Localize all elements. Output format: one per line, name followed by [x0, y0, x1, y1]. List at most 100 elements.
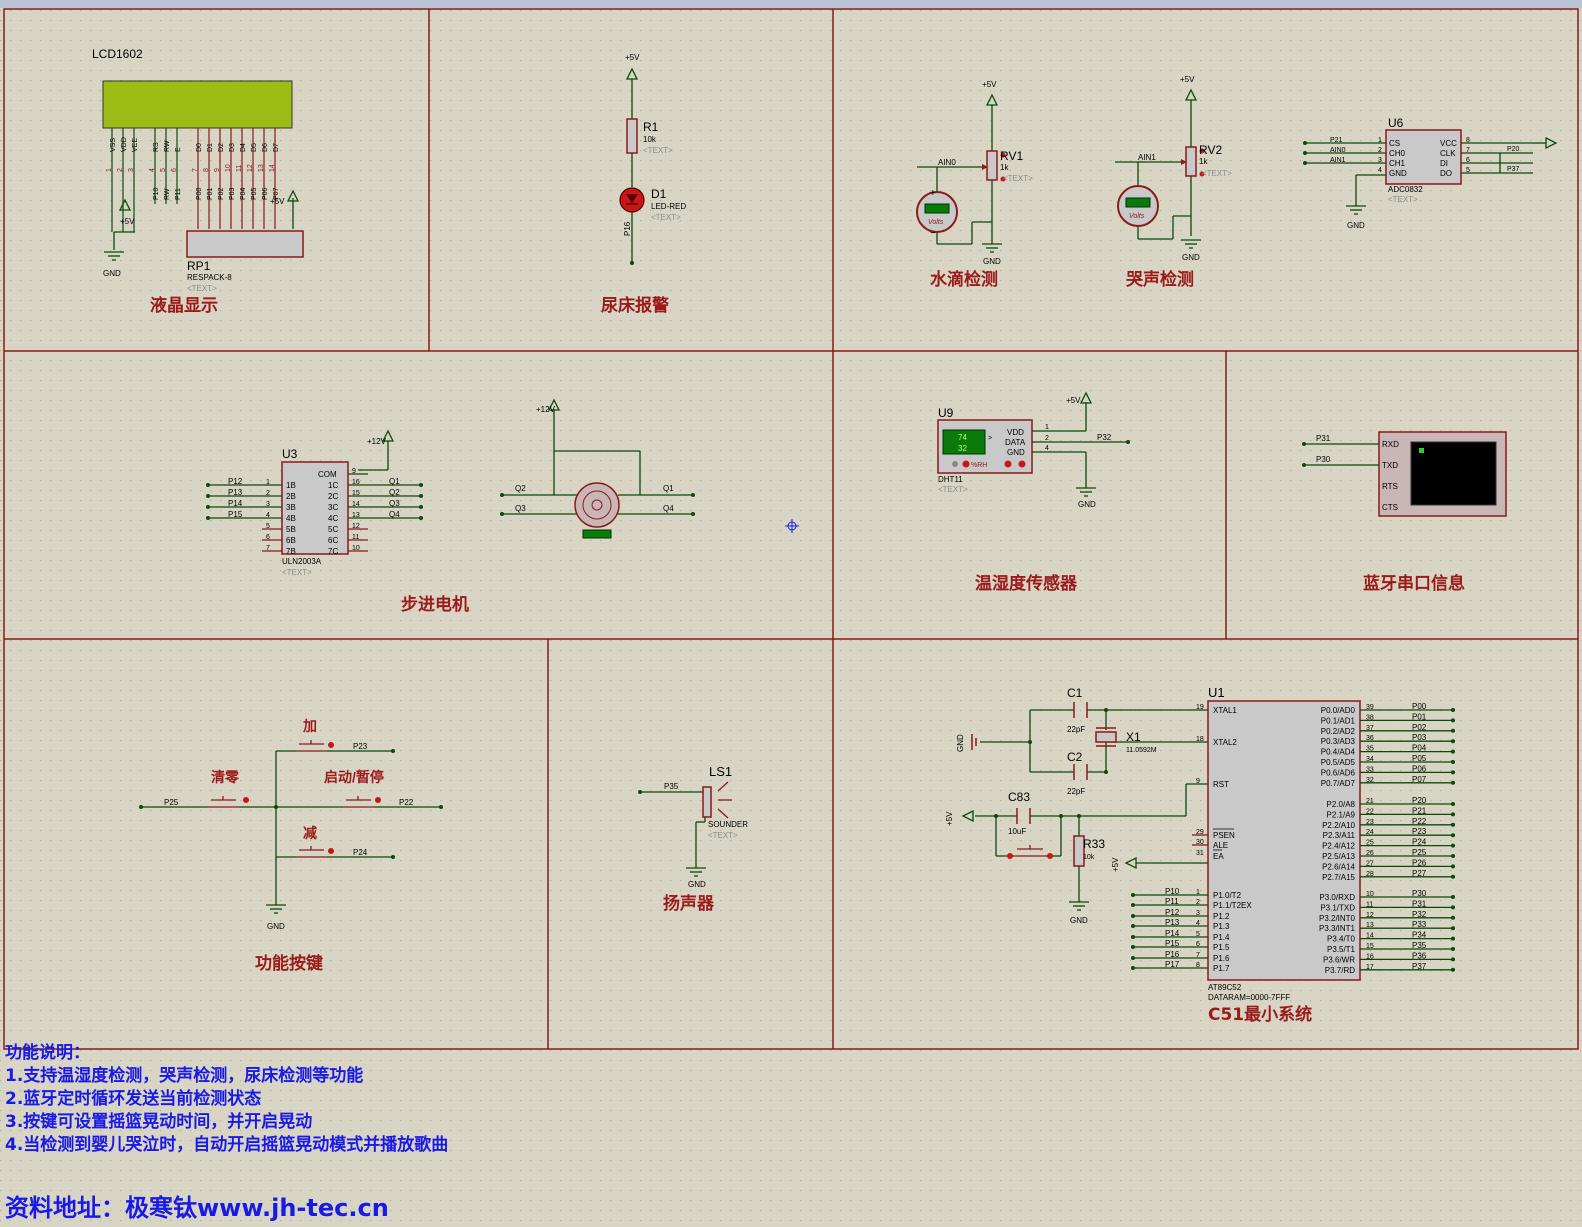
u1-net-label: P03 — [1412, 733, 1427, 742]
u1-pin-number: 39 — [1366, 704, 1374, 711]
lcd-pin-label: RS — [153, 142, 160, 152]
mcu-vcc-ea: +5V — [1111, 857, 1120, 872]
lcd-pin-number: 3 — [128, 168, 135, 172]
u6-ref: U6 — [1388, 116, 1404, 130]
rv1-gnd: GND — [983, 257, 1001, 266]
cry-detect-circuit[interactable]: +5V RV2 1k <TEXT> AIN1 Volts GND — [1115, 75, 1232, 262]
rv1-vcc: +5V — [982, 80, 997, 89]
u9-gnd: GND — [1078, 500, 1096, 509]
bt-net-p30: P30 — [1316, 455, 1331, 464]
lcd-pin-group: VSS1VDD2VEE3RS4RW5E6D07D18D29D310D411D51… — [106, 128, 280, 232]
key-add-switch[interactable] — [296, 740, 327, 752]
speaker-ls1[interactable]: LS1 P35 SOUNDER <TEXT> GND — [638, 764, 748, 889]
u6-pin-label: CS — [1389, 139, 1400, 148]
notes-item: 2.蓝牙定时循环发送当前检测状态 — [5, 1089, 262, 1109]
u1-pin-number: 29 — [1196, 829, 1204, 836]
u1-pin-label: RST — [1213, 780, 1229, 789]
lcd-net-label: P03 — [229, 187, 236, 200]
bluetooth-virtual-terminal[interactable]: RXD TXD RTS CTS P31 P30 — [1302, 431, 1507, 517]
u3-pin-label: 2B — [286, 492, 296, 501]
function-keys-circuit[interactable]: 加 清零 启动/暂停 减 P23 P25 P22 P24 GND — [139, 718, 443, 931]
rv2-pot — [1185, 146, 1197, 177]
dht11-u9[interactable]: U9 74 32 > %RH VDD DATA GND DHT11 <TEXT>… — [937, 391, 1130, 509]
u3-pin-label: 7B — [286, 547, 296, 556]
key-sub-switch[interactable] — [296, 846, 327, 858]
d1-ref: D1 — [651, 187, 667, 201]
u1-pin-number: 12 — [1366, 912, 1374, 919]
stepper-motor[interactable]: +12V Q2 Q1 Q3 Q4 — [500, 398, 695, 539]
u1-net-label: P02 — [1412, 723, 1427, 732]
key-clear-label: 清零 — [211, 769, 240, 785]
u1-net-label: P24 — [1412, 838, 1427, 847]
x1-value: 11.0592M — [1126, 747, 1157, 754]
u1-pin-label: P3.6/WR — [1323, 955, 1355, 964]
u1-net-label: P01 — [1412, 712, 1427, 721]
lcd-screen — [102, 80, 293, 129]
u1-pin-number: 34 — [1366, 756, 1374, 763]
lcd-pin-label: D5 — [251, 143, 258, 152]
u1-pin-label: P1.7 — [1213, 964, 1230, 973]
u6-pin-number: 7 — [1466, 147, 1470, 154]
c1-value: 22pF — [1067, 725, 1085, 734]
u3-pin-number: 15 — [352, 490, 360, 497]
u3-pin-number: 3 — [266, 501, 270, 508]
u6-pin-label: CLK — [1440, 149, 1456, 158]
reset-key-switch[interactable] — [1014, 845, 1046, 857]
rp1-value: RESPACK-8 — [187, 273, 232, 282]
u3-pin-number: 12 — [352, 523, 360, 530]
d1-net: P16 — [623, 221, 632, 236]
u1-pin-label: PSEN — [1213, 831, 1235, 840]
resource-link[interactable]: 资料地址：极寒钛www.jh-tec.cn — [5, 1194, 389, 1222]
key-start-label: 启动/暂停 — [324, 769, 384, 785]
u1-pin-number: 15 — [1366, 943, 1374, 950]
u6-pin-label: CH1 — [1389, 159, 1406, 168]
u1-body — [1207, 700, 1361, 981]
enuresis-alarm-circuit[interactable]: +5V R1 10k <TEXT> D1 LED-RED <TEXT> P16 — [619, 53, 686, 265]
u1-pin-label: P2.7/A15 — [1322, 873, 1355, 882]
lcd-net-label: P05 — [251, 187, 258, 200]
u1-pin-number: 19 — [1196, 704, 1204, 711]
u1-pin-number: 24 — [1366, 829, 1374, 836]
lcd-net-label: P06 — [262, 187, 269, 200]
rv1-net: AIN0 — [938, 158, 956, 167]
u1-net-label: P04 — [1412, 744, 1427, 753]
lcd-pin-number: 4 — [149, 168, 156, 172]
u1-pin-label: XTAL2 — [1213, 738, 1237, 747]
c51-min-system[interactable]: C1 22pF C2 22pF X1 11.0592M C83 10uF R33… — [945, 685, 1455, 1002]
u9-pin-vdd: VDD — [1007, 428, 1024, 437]
u1-net-label: P06 — [1412, 764, 1427, 773]
key-start-switch[interactable] — [343, 796, 374, 808]
u1-pin-number: 16 — [1366, 953, 1374, 960]
u1-pin-number: 14 — [1366, 933, 1374, 940]
lcd1602-component[interactable]: LCD1602 VSS1VDD2VEE3RS4RW5E6D07D18D29D31… — [92, 47, 304, 293]
u1-pin-number: 8 — [1196, 962, 1200, 969]
lcd-pin-label: RW — [164, 140, 171, 152]
u3-pin-label: 1B — [286, 481, 296, 490]
section-title-dht: 温湿度传感器 — [975, 573, 1078, 594]
u3-pin-number: 6 — [266, 534, 270, 541]
u3-pin-number: 2 — [266, 490, 270, 497]
r1-vcc-label: +5V — [625, 53, 640, 62]
section-title-stepper: 步进电机 — [401, 594, 469, 615]
ls1-body — [702, 786, 712, 818]
water-detect-circuit[interactable]: +5V RV1 1k <TEXT> AIN0 Volts + − GND — [916, 80, 1033, 266]
key-clear-switch[interactable] — [208, 796, 239, 808]
u1-pin-label: P1.3 — [1213, 922, 1230, 931]
u3-pin-number: 13 — [352, 512, 360, 519]
u1-pin-number: 38 — [1366, 714, 1374, 721]
notes-item: 4.当检测到婴儿哭泣时，自动开启摇篮晃动模式并播放歌曲 — [5, 1135, 449, 1155]
u6-gnd: GND — [1347, 221, 1365, 230]
lcd-net-label: RW — [164, 188, 171, 200]
crosshair-cursor-icon — [785, 519, 799, 533]
svg-text:−: − — [930, 228, 936, 239]
key-add-label: 加 — [302, 718, 317, 734]
u3-net-label: Q4 — [389, 510, 400, 519]
u3-supply: +12V — [367, 437, 387, 446]
r33-ref: R33 — [1083, 837, 1105, 851]
rv2-value: 1k — [1199, 157, 1208, 166]
u1-net-label: P13 — [1165, 918, 1180, 927]
